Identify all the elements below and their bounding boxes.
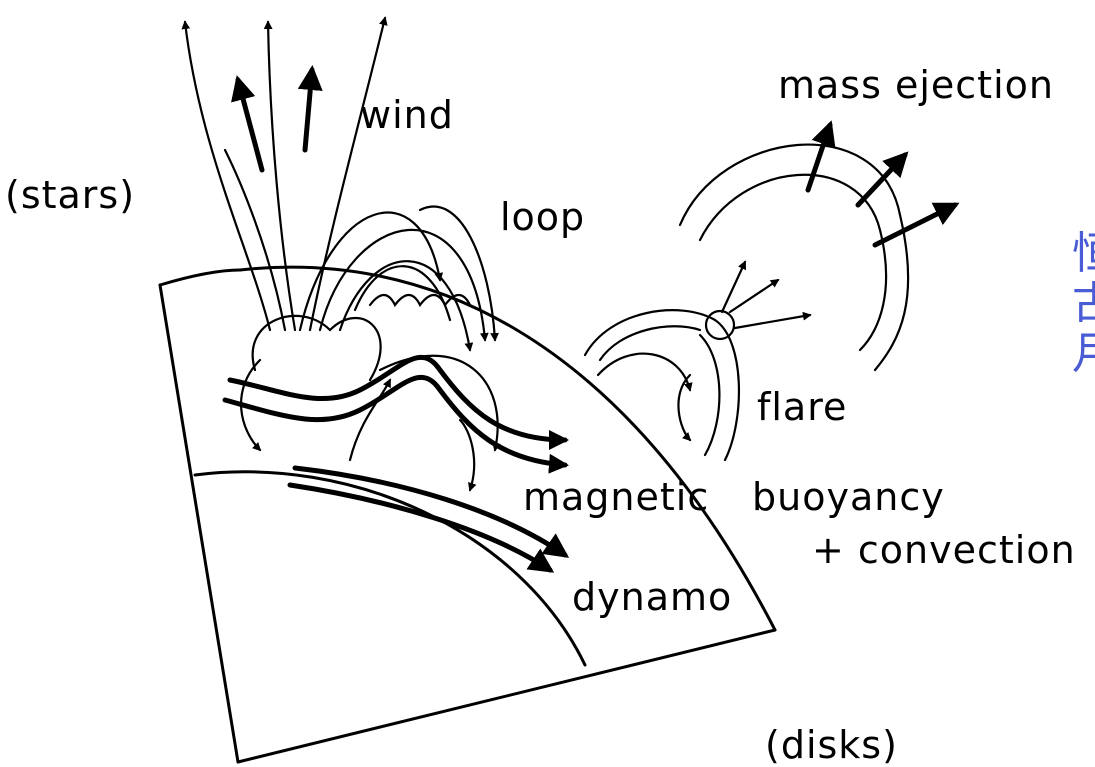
label-loop: loop: [500, 195, 585, 239]
flare-structure: [583, 260, 812, 462]
stellar-surface-arc: [238, 265, 777, 632]
stellar-section: [158, 265, 777, 764]
section-left-edge: [158, 283, 240, 764]
side-text-3: 月: [1072, 328, 1095, 379]
label-mass-ejection: mass ejection: [778, 63, 1054, 107]
label-wind: wind: [360, 93, 454, 137]
side-text-1: 恒: [1072, 228, 1095, 279]
section-top-left: [158, 268, 242, 287]
label-stars: (stars): [5, 173, 135, 217]
side-text-2: 古: [1072, 278, 1095, 329]
label-buoyancy: buoyancy: [752, 475, 945, 519]
mass-ejection: [678, 120, 960, 372]
label-magnetic: magnetic: [523, 475, 709, 519]
convection-zone-boundary: [193, 470, 587, 667]
label-dynamo: dynamo: [572, 575, 732, 619]
section-bottom-edge: [236, 628, 777, 764]
label-flare: flare: [757, 385, 847, 429]
label-convection: + convection: [812, 528, 1076, 572]
wind-field-lines: [181, 16, 388, 332]
dynamo-flows: [287, 465, 570, 573]
label-disks: (disks): [765, 723, 898, 767]
flux-tube: [222, 354, 569, 492]
